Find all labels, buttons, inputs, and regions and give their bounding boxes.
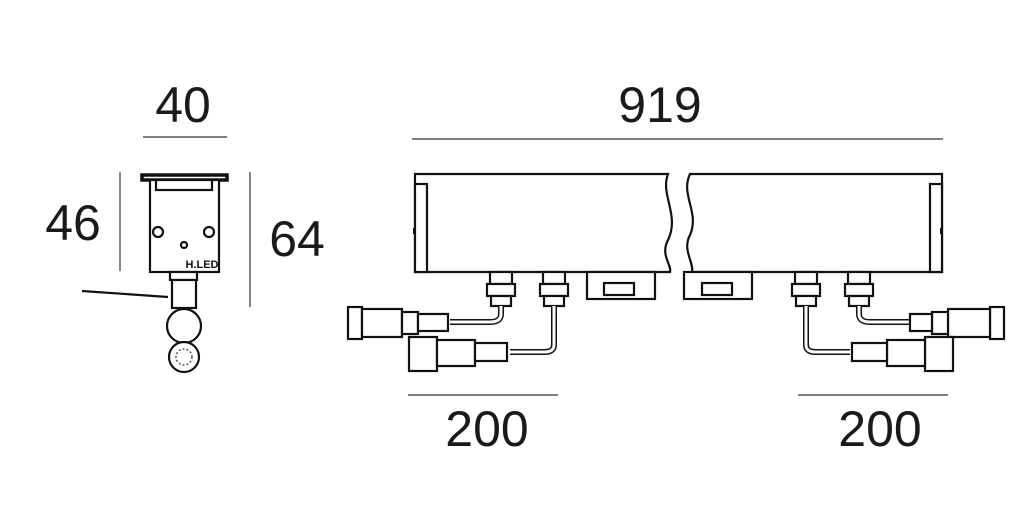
connector-plug-left-bottom [407,335,509,373]
dim-length: 919 [618,77,701,133]
data-connector-right [682,270,754,301]
connector-plug-right-bottom [850,335,955,373]
end-view: H.LED [81,173,229,374]
data-connector-left [585,270,657,301]
cables [450,306,910,355]
connector-plug-left-top [346,305,450,341]
dim-end-body-height: 46 [45,195,101,251]
dim-end-width: 40 [155,77,211,133]
connector-plug-right-top [908,305,1006,341]
fixture-body [413,172,944,274]
logo: H.LED [186,259,219,271]
cable-glands [485,270,875,308]
dim-end-total-height: 64 [269,211,325,267]
dim-cable-right: 200 [838,401,921,457]
dim-cable-left: 200 [445,401,528,457]
